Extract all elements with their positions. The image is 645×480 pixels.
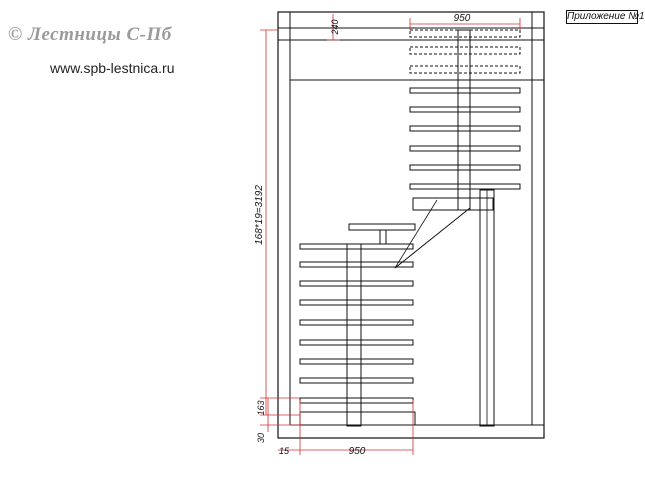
stair-tread <box>299 243 414 250</box>
dim-bottom-step: 163 <box>256 400 266 415</box>
drawing-frame <box>277 11 545 439</box>
dim-total-height: 168*19=3192 <box>254 185 265 245</box>
stair-tread <box>299 358 414 365</box>
stair-tread <box>409 164 521 171</box>
stair-tread <box>299 280 414 287</box>
diagonal-stringer <box>394 199 438 269</box>
stair-tread <box>409 125 521 132</box>
landing-step <box>348 223 416 231</box>
dim-top-width: 950 <box>454 13 471 24</box>
watermark-title: © Лестницы С-Пб <box>8 24 172 45</box>
lower-flight-treads <box>299 243 414 404</box>
stair-tread <box>409 183 521 190</box>
appendix-label: Приложение №1 <box>566 10 645 24</box>
stair-tread <box>299 397 414 404</box>
landing-step <box>412 197 494 211</box>
dim-bottom-offset: 30 <box>256 433 266 443</box>
dim-bottom-left: 15 <box>279 446 290 456</box>
upper-central-post <box>457 29 471 211</box>
stair-tread <box>299 319 414 326</box>
stair-tread <box>409 106 521 113</box>
lower-central-post <box>346 243 362 427</box>
stair-tread <box>299 339 414 346</box>
stair-tread <box>409 145 521 152</box>
upper-dashed-treads <box>409 29 521 74</box>
stair-tread <box>299 377 414 384</box>
diagonal-stringer <box>394 207 471 269</box>
stair-tread <box>409 87 521 94</box>
stair-tread <box>299 299 414 306</box>
watermark-url: www.spb-lestnica.ru <box>50 60 175 76</box>
dimension-lines <box>260 14 521 455</box>
base-plate <box>299 411 416 426</box>
dim-top-offset: 240 <box>330 19 340 35</box>
upper-flight-treads <box>409 87 521 190</box>
dim-bottom-width: 950 <box>349 446 366 457</box>
landing-post <box>379 229 387 245</box>
stair-tread <box>299 261 414 268</box>
